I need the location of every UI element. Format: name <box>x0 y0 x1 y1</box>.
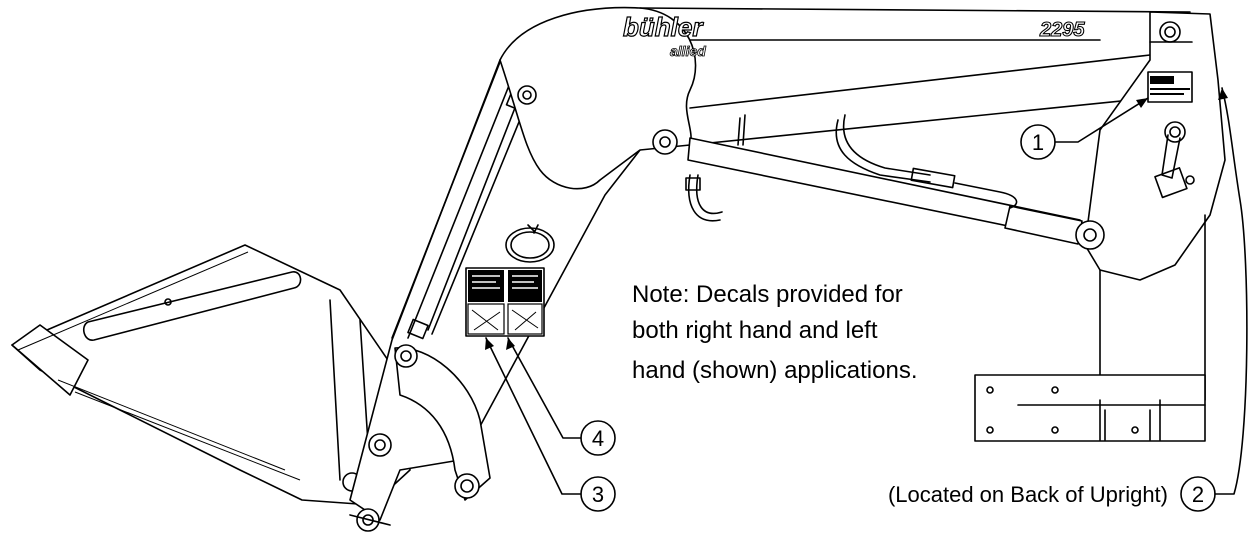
bucket <box>11 244 411 506</box>
boom <box>639 7 1226 281</box>
callout-2: (Located on Back of Upright) 2 <box>888 87 1248 512</box>
decal-group-3-4 <box>465 224 555 337</box>
callout-1: 1 <box>1020 97 1149 160</box>
located-on-back-text: (Located on Back of Upright) <box>888 482 1168 507</box>
brand-logo: bühler allied <box>622 11 706 59</box>
note-line-2: both right hand and left <box>632 317 878 344</box>
callout-2-label: 2 <box>1192 482 1204 507</box>
brand-name: bühler <box>623 12 704 42</box>
note-line-3: hand (shown) applications. <box>632 357 918 384</box>
brand-sub: allied <box>670 43 706 59</box>
callout-4: 4 <box>506 337 616 456</box>
model-number: 2295 <box>1039 19 1085 41</box>
mount-upright <box>974 214 1206 442</box>
tilt-linkage <box>349 344 491 532</box>
loader-arm <box>349 6 697 521</box>
note-line-1: Note: Decals provided for <box>632 281 903 308</box>
callout-1-label: 1 <box>1032 130 1044 155</box>
callout-3: 3 <box>485 337 616 512</box>
note-block: Note: Decals provided for both right han… <box>632 281 918 384</box>
callout-4-label: 4 <box>592 426 604 451</box>
callout-3-label: 3 <box>592 482 604 507</box>
hydraulic-cylinder <box>652 114 1105 250</box>
